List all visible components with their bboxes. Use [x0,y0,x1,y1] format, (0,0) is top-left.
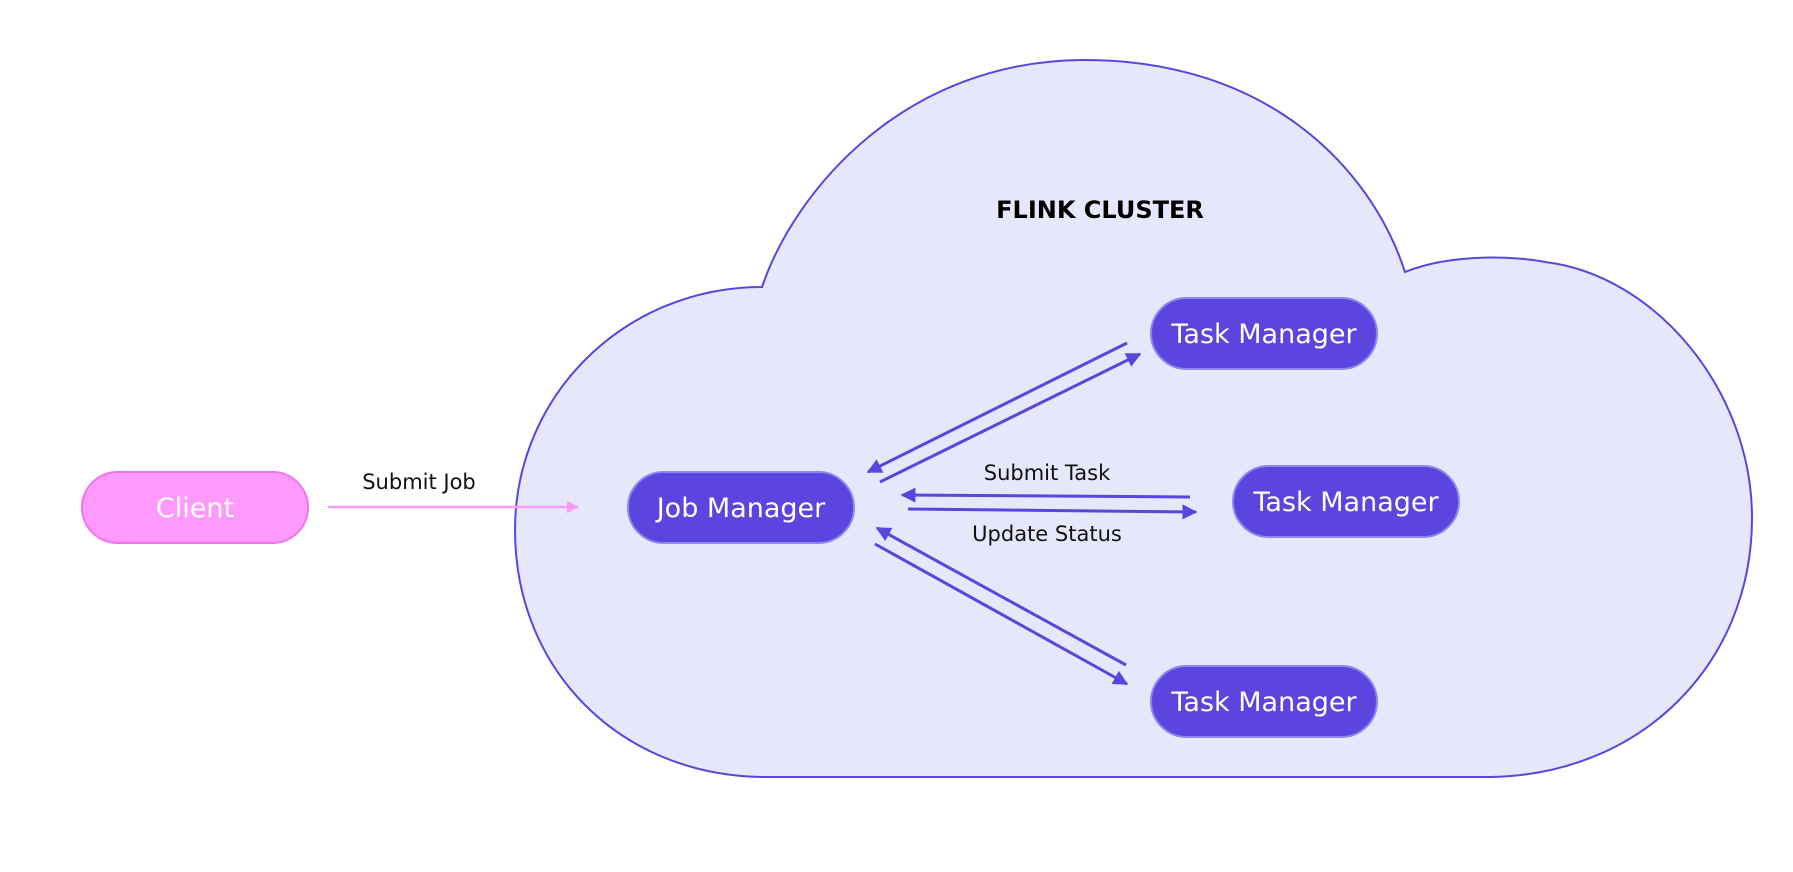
task-manager-middle-label: Task Manager [1252,487,1439,518]
update-status-label: Update Status [972,522,1122,546]
bottom-status-arrow [875,526,1127,667]
client-label: Client [156,493,234,524]
job-manager-pill [627,471,855,544]
bottom-task-arrow [874,542,1129,686]
flink-cluster-cloud [513,58,1754,778]
client-node[interactable]: Client [81,471,309,544]
submit-job-label: Submit Job [362,470,476,494]
task-manager-middle-pill [1232,465,1460,538]
task-manager-bottom-label: Task Manager [1170,687,1357,718]
middle-status-arrow [900,487,1191,503]
job-manager-label: Job Manager [655,493,826,524]
task-manager-middle-node[interactable]: Task Manager [1232,465,1460,538]
top-status-arrow [866,341,1128,474]
task-manager-bottom-pill [1150,665,1378,738]
middle-task-arrow [907,504,1198,520]
submit-task-label: Submit Task [984,461,1111,485]
top-task-arrow [879,352,1142,484]
client-pill [81,471,309,544]
task-manager-top-label: Task Manager [1170,319,1357,350]
task-manager-top-node[interactable]: Task Manager [1150,297,1378,370]
job-manager-node[interactable]: Job Manager [627,471,855,544]
cluster-title: FLINK CLUSTER [996,196,1204,224]
task-manager-bottom-node[interactable]: Task Manager [1150,665,1378,738]
task-manager-top-pill [1150,297,1378,370]
